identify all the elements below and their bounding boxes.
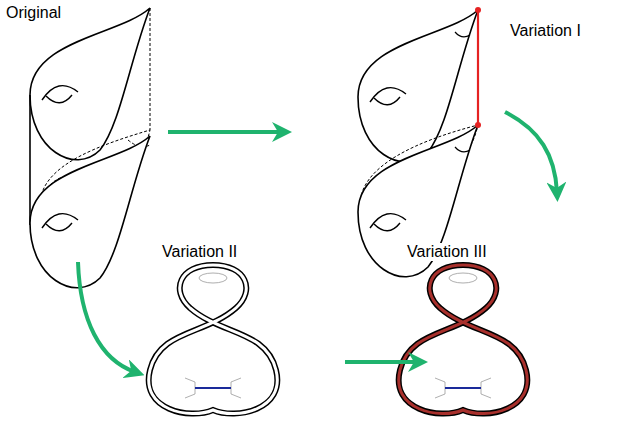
green-arrow xyxy=(78,112,557,372)
variation-three-band xyxy=(399,265,528,414)
panel-label: Variation I xyxy=(508,22,583,40)
original-surface xyxy=(30,8,150,288)
panel-label: Variation II xyxy=(160,243,239,261)
variation-two-band xyxy=(149,265,278,414)
variation-one-surface xyxy=(358,7,481,277)
panel-label: Original xyxy=(4,4,63,22)
panel-label: Variation III xyxy=(405,243,489,261)
